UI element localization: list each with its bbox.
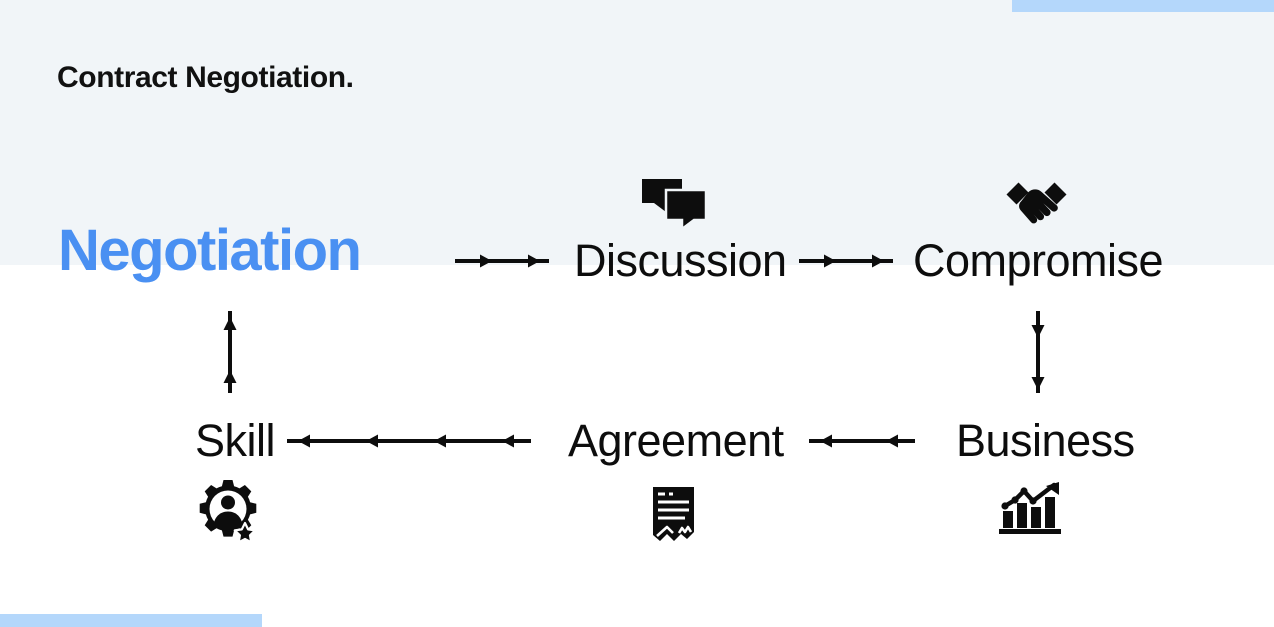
background-band-top [0,0,1274,265]
connector-compromise-to-business [1026,308,1050,396]
node-skill-label: Skill [195,415,276,466]
node-business-label: Business [956,415,1135,466]
decorative-bar-top-right [1012,0,1274,12]
node-discussion-label: Discussion [574,235,787,286]
contract-document-icon [651,486,696,544]
connector-skill-to-negotiation [218,308,242,396]
handshake-icon [1001,176,1072,226]
node-discussion[interactable]: Discussion [574,238,787,283]
page-title-prefix: Contract [57,61,186,94]
page-title-highlighted: Negotiation. [184,58,356,98]
connector-business-to-agreement [806,428,918,454]
node-agreement-label: Agreement [568,415,784,466]
bar-chart-growth-icon [999,481,1063,536]
node-negotiation-label: Negotiation [58,218,362,283]
node-skill[interactable]: Skill [195,415,276,466]
node-compromise-label: Compromise [913,235,1164,286]
page-title: Contract Negotiation. [57,58,356,98]
connector-agreement-to-skill [284,428,534,454]
decorative-bar-bottom-left [0,614,262,627]
background-band-bottom [0,265,1274,627]
chat-bubbles-icon [641,178,707,228]
node-business[interactable]: Business [956,418,1135,463]
node-agreement[interactable]: Agreement [568,418,784,463]
node-compromise[interactable]: Compromise [913,235,1164,286]
gear-person-star-icon [195,479,261,545]
connector-discussion-to-compromise [796,248,896,274]
connector-negotiation-to-discussion [452,248,552,274]
node-negotiation[interactable]: Negotiation [58,222,362,280]
